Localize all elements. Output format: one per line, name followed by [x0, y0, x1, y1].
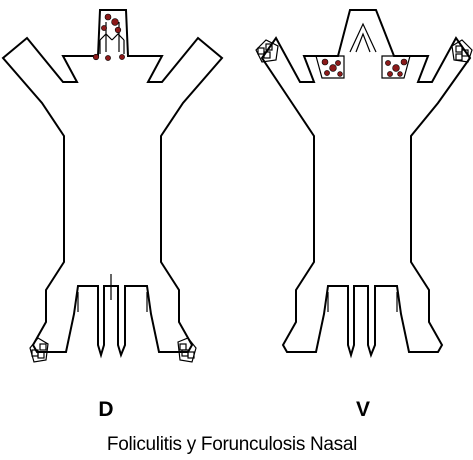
lesion [385, 60, 391, 66]
lesion [111, 18, 119, 26]
ventral-view [255, 9, 473, 359]
lesion [92, 53, 100, 61]
ventral-left-front-paw [255, 39, 279, 63]
lesion [397, 71, 403, 77]
dorsal-label: D [98, 398, 113, 421]
ventral-body-outline [260, 9, 472, 359]
lesion [324, 70, 330, 76]
lesion [387, 71, 393, 77]
figure-caption: Foliculitis y Forunculosis Nasal [107, 434, 357, 455]
ventral-nose-chevron [349, 22, 377, 53]
lesion [105, 55, 111, 61]
dorsal-nose-lesions [92, 13, 125, 61]
lesion [114, 26, 122, 34]
lesion [400, 58, 408, 66]
dorsal-right-hind-paw [177, 337, 197, 363]
dorsal-view [1, 9, 224, 363]
dorsal-body-outline [1, 9, 224, 359]
lesion [119, 54, 125, 60]
lesion [101, 25, 107, 31]
lesion [335, 60, 341, 66]
lesion [392, 64, 400, 72]
ventral-label: V [356, 398, 370, 421]
lesion [337, 71, 343, 77]
ventral-right-muzzle-pad [381, 55, 411, 79]
lesion [329, 64, 337, 72]
dorsal-left-hind-paw [29, 337, 49, 363]
lesion [104, 13, 112, 21]
lesion [321, 58, 329, 66]
ventral-left-muzzle-pad [315, 55, 345, 79]
ventral-right-front-paw [451, 39, 473, 63]
